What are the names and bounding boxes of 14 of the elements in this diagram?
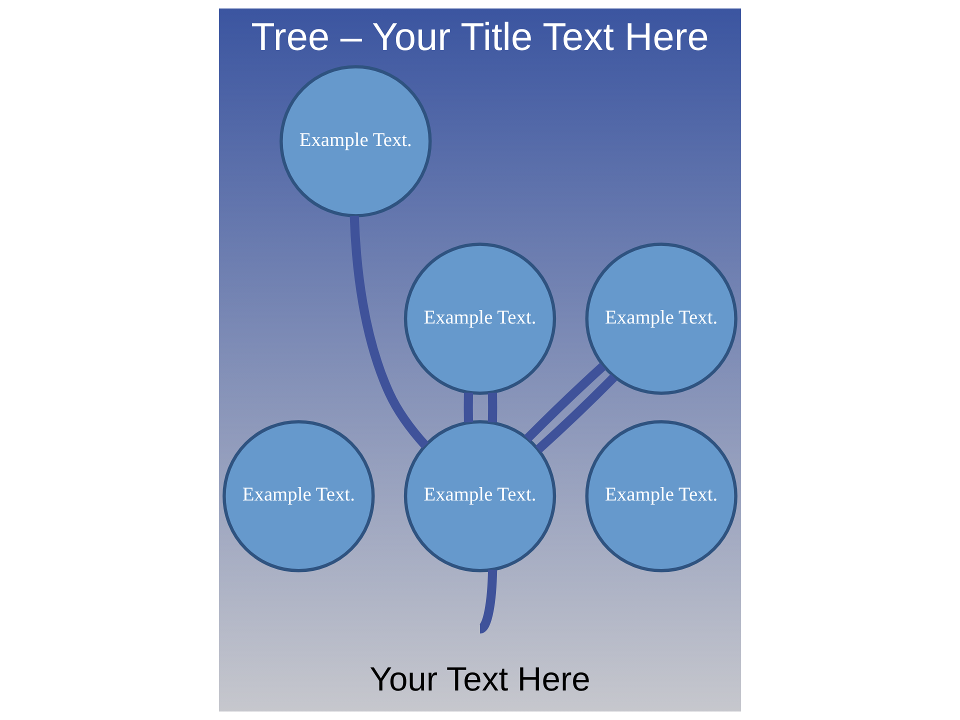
connector xyxy=(488,392,498,422)
node-circle: Example Text. xyxy=(222,420,375,572)
node-circle: Example Text. xyxy=(585,420,738,572)
connector xyxy=(478,570,498,634)
connector xyxy=(464,392,474,422)
node-circle: Example Text. xyxy=(280,65,432,218)
connector xyxy=(535,374,618,453)
node-circle: Example Text. xyxy=(404,242,556,395)
diagram-title: Tree – Your Title Text Here xyxy=(251,16,709,59)
node-circle: Example Text. xyxy=(585,242,738,395)
node-circle: Example Text. xyxy=(404,420,556,572)
connector xyxy=(350,216,429,448)
label: Your Text Here xyxy=(370,662,590,699)
connector xyxy=(524,362,606,442)
